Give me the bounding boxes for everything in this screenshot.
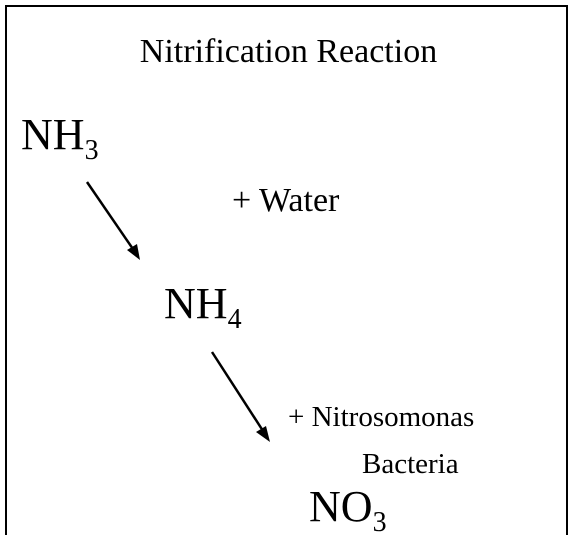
formula-ammonia-subscript: 3 [84,135,99,166]
formula-ammonia: NH3 [21,110,99,165]
formula-nitrate: NO3 [309,482,387,537]
formula-ammonium: NH4 [164,279,242,334]
diagram-frame: Nitrification Reaction NH3 + Water NH4 +… [5,5,568,537]
formula-nitrate-subscript: 3 [372,507,387,538]
reagent-bacteria: Bacteria [362,448,459,480]
diagram-title: Nitrification Reaction [139,33,438,70]
arrow-down-icon-1 [85,181,140,260]
formula-nitrate-main: NO [309,482,373,531]
reagent-water: + Water [232,182,340,219]
formula-ammonia-main: NH [21,110,85,159]
formula-ammonium-subscript: 4 [227,304,242,335]
arrow-down-icon-2 [210,351,270,442]
formula-ammonium-main: NH [164,279,228,328]
reagent-nitrosomonas: + Nitrosomonas [288,401,475,433]
